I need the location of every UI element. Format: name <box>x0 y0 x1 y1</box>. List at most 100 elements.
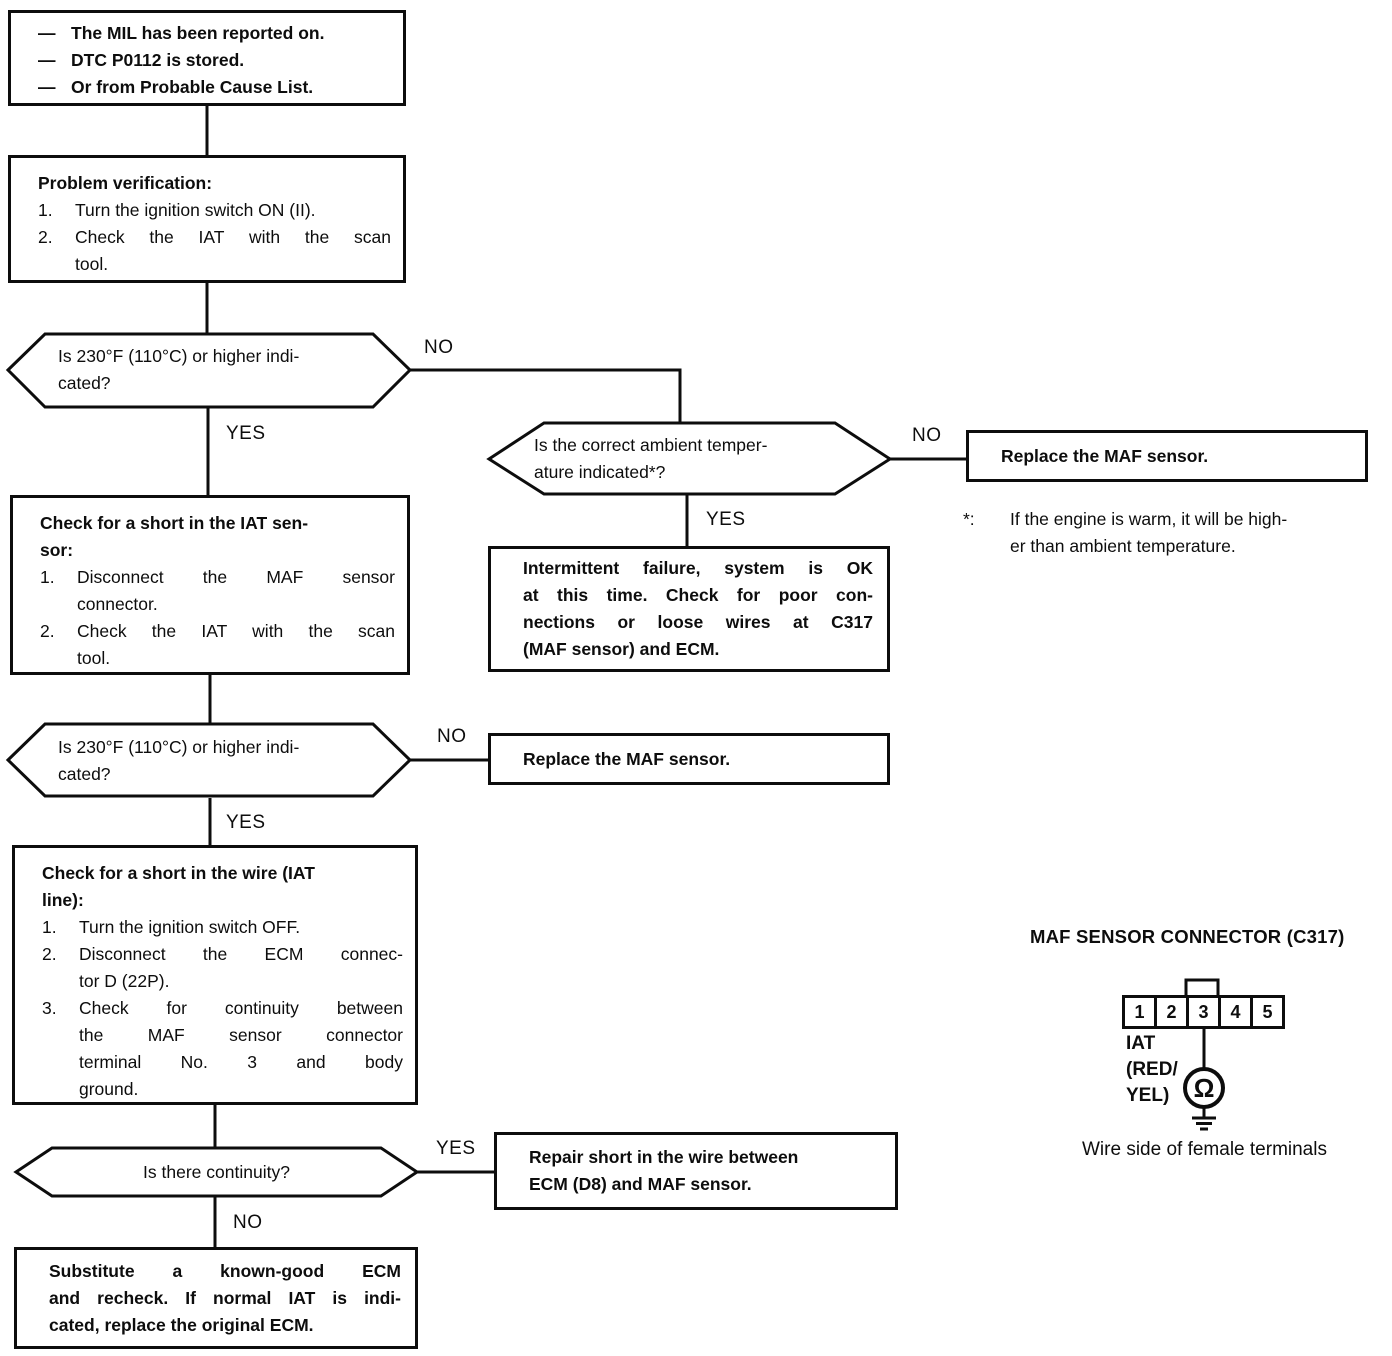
decision-2-question: Is the correct ambient temper- ature ind… <box>534 432 854 486</box>
process-step: 1. Turn the ignition switch ON (II). <box>38 197 391 224</box>
decision-2-yes-label: YES <box>706 509 746 530</box>
step-text: Turn the ignition switch ON (II). <box>75 200 316 220</box>
step-number: 1. <box>38 200 53 220</box>
step-text: Check the IAT with the scan <box>77 621 395 641</box>
footnote-line: er than ambient temperature. <box>1010 536 1236 556</box>
process-step: 3. Check for continuity between the MAF … <box>42 995 403 1103</box>
intermittent-failure-box: Intermittent failure, system is OK at th… <box>488 546 890 672</box>
start-condition-item: — Or from Probable Cause List. <box>38 74 391 101</box>
process-title: Check for a short in the IAT sen- <box>40 513 309 533</box>
result-line: nections or loose wires at C317 <box>523 612 873 632</box>
start-condition-text: Or from Probable Cause List. <box>71 77 314 97</box>
connector-pin-strip: 1 2 3 4 5 <box>1122 995 1285 1029</box>
decision-1-question: Is 230°F (110°C) or higher indi- cated? <box>58 343 380 397</box>
footnote-line: If the engine is warm, it will be high- <box>1010 509 1288 529</box>
substitute-ecm-box: Substitute a known-good ECM and recheck.… <box>14 1247 418 1349</box>
decision-4-question: Is there continuity? <box>16 1159 417 1186</box>
process-step: 2. Check the IAT with the scan tool. <box>40 618 395 672</box>
decision-4-line: Is there continuity? <box>143 1162 290 1182</box>
step-number: 3. <box>42 998 57 1018</box>
result-line: cated, replace the original ECM. <box>49 1314 314 1335</box>
connector-caption: Wire side of female terminals <box>1082 1139 1327 1160</box>
decision-3-yes-label: YES <box>226 812 266 833</box>
connector-tab-shape <box>1184 978 1220 997</box>
start-condition-item: — DTC P0112 is stored. <box>38 47 391 74</box>
step-text: Turn the ignition switch OFF. <box>79 917 301 937</box>
step-number: 2. <box>38 227 53 247</box>
footnote-marker: *: <box>963 509 975 529</box>
replace-maf-sensor-box-2: Replace the MAF sensor. <box>488 733 890 785</box>
connector-dec1-no-line <box>410 368 682 423</box>
result-text: Replace the MAF sensor. <box>523 748 731 769</box>
result-text: Replace the MAF sensor. <box>1001 445 1209 466</box>
connector-pin-1: 1 <box>1134 1001 1145 1022</box>
result-line: (MAF sensor) and ECM. <box>523 639 720 659</box>
step-text: Check the IAT with the scan <box>75 227 391 247</box>
decision-2-line: Is the correct ambient temper- <box>534 435 768 455</box>
connector-pin-5: 5 <box>1250 998 1282 1026</box>
iat-wire-label-line: (RED/ <box>1126 1059 1178 1080</box>
step-text: connector. <box>77 594 158 614</box>
dash-bullet: — <box>38 50 56 70</box>
decision-1-no-label: NO <box>424 337 454 358</box>
connector-pin-2: 2 <box>1154 998 1186 1026</box>
replace-maf-sensor-box-1: Replace the MAF sensor. <box>966 430 1368 482</box>
connector-diagram-title: MAF SENSOR CONNECTOR (C317) <box>1030 926 1345 947</box>
iat-wire-label-line: IAT <box>1126 1033 1156 1054</box>
decision-2-line: ature indicated*? <box>534 462 666 482</box>
process-title: sor: <box>40 540 74 560</box>
decision-4-hexagon <box>13 1146 420 1198</box>
check-wire-short-box: Check for a short in the wire (IAT line)… <box>12 845 418 1105</box>
step-text: ground. <box>79 1079 139 1099</box>
step-text: Disconnect the MAF sensor <box>77 567 395 587</box>
process-step: 1. Turn the ignition switch OFF. <box>42 914 403 941</box>
dash-bullet: — <box>38 23 56 43</box>
ohmmeter-icon: Ω <box>1193 1072 1215 1103</box>
process-title: Problem verification: <box>38 173 213 193</box>
decision-1-yes-label: YES <box>226 423 266 444</box>
process-title: Check for a short in the wire (IAT <box>42 863 315 883</box>
step-number: 2. <box>42 944 57 964</box>
step-text: Check for continuity between <box>79 998 403 1018</box>
decision-4-yes-label: YES <box>436 1138 476 1159</box>
step-number: 1. <box>42 917 57 937</box>
process-step: 2. Disconnect the ECM connec- tor D (22P… <box>42 941 403 995</box>
result-line: and recheck. If normal IAT is indi- <box>49 1287 401 1308</box>
decision-1-line: cated? <box>58 373 111 393</box>
decision-1-line: Is 230°F (110°C) or higher indi- <box>58 346 300 366</box>
connector-pin-4: 4 <box>1218 998 1250 1026</box>
step-text: Disconnect the ECM connec- <box>79 944 403 964</box>
decision-3-line: cated? <box>58 764 111 784</box>
process-step: 1. Disconnect the MAF sensor connector. <box>40 564 395 618</box>
result-line: at this time. Check for poor con- <box>523 585 873 605</box>
step-number: 2. <box>40 621 55 641</box>
result-line: Substitute a known-good ECM <box>49 1260 401 1281</box>
start-condition-item: — The MIL has been reported on. <box>38 20 391 47</box>
footnote: *: If the engine is warm, it will be hig… <box>963 506 1392 560</box>
start-condition-text: DTC P0112 is stored. <box>71 50 245 70</box>
problem-verification-box: Problem verification: 1. Turn the igniti… <box>8 155 406 283</box>
result-line: Repair short in the wire between <box>529 1147 799 1167</box>
process-step: 2. Check the IAT with the scan tool. <box>38 224 391 278</box>
decision-2-hexagon <box>486 421 893 496</box>
decision-3-question: Is 230°F (110°C) or higher indi- cated? <box>58 734 380 788</box>
check-iat-sensor-box: Check for a short in the IAT sen- sor: 1… <box>10 495 410 675</box>
repair-short-box: Repair short in the wire between ECM (D8… <box>494 1132 898 1210</box>
dash-bullet: — <box>38 77 56 97</box>
step-text: the MAF sensor connector <box>79 1025 403 1045</box>
step-text: tool. <box>75 254 109 274</box>
step-text: tor D (22P). <box>79 971 170 991</box>
decision-4-no-label: NO <box>233 1212 263 1233</box>
decision-1-hexagon <box>5 332 413 409</box>
step-text: tool. <box>77 648 111 668</box>
iat-wire-label: IAT (RED/ YEL) <box>1126 1031 1178 1109</box>
decision-3-hexagon <box>5 722 413 798</box>
decision-3-no-label: NO <box>437 726 467 747</box>
result-line: ECM (D8) and MAF sensor. <box>529 1174 752 1194</box>
decision-2-no-label: NO <box>912 425 942 446</box>
start-condition-text: The MIL has been reported on. <box>71 23 325 43</box>
start-conditions-box: — The MIL has been reported on. — DTC P0… <box>8 10 406 106</box>
connector-pin-3: 3 <box>1186 998 1218 1026</box>
